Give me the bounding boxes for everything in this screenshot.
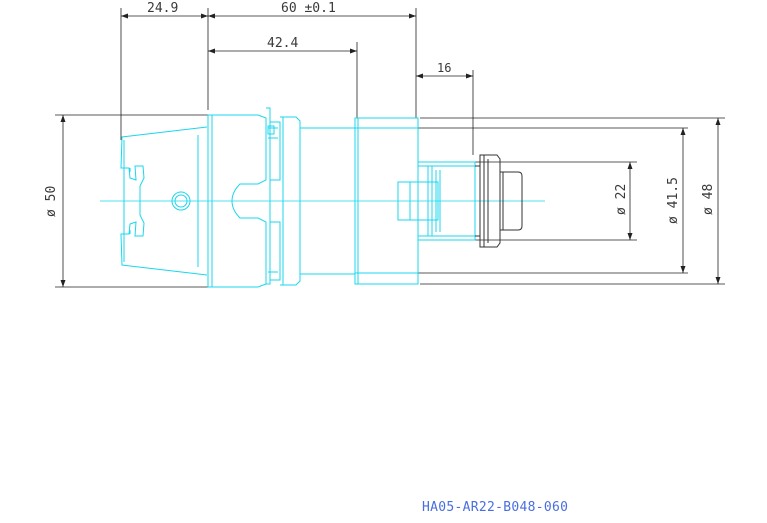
dim-24-9: 24.9: [147, 1, 178, 16]
part-code-label: HA05-AR22-B048-060: [422, 500, 569, 515]
dim-dia-50: ø 50: [44, 186, 59, 217]
holder-body: [207, 107, 419, 288]
dim-16: 16: [437, 61, 451, 75]
dim-dia-22: ø 22: [614, 184, 629, 215]
dim-dia-48: ø 48: [701, 184, 716, 215]
dim-60: 60 ±0.1: [281, 1, 336, 16]
dim-dia-41-5: ø 41.5: [666, 177, 681, 224]
dimension-lines: [55, 8, 725, 288]
clamp-nut: [475, 154, 523, 248]
nose-section: [397, 161, 476, 241]
dim-42-4: 42.4: [267, 36, 298, 51]
hsk-shank: [120, 126, 208, 276]
